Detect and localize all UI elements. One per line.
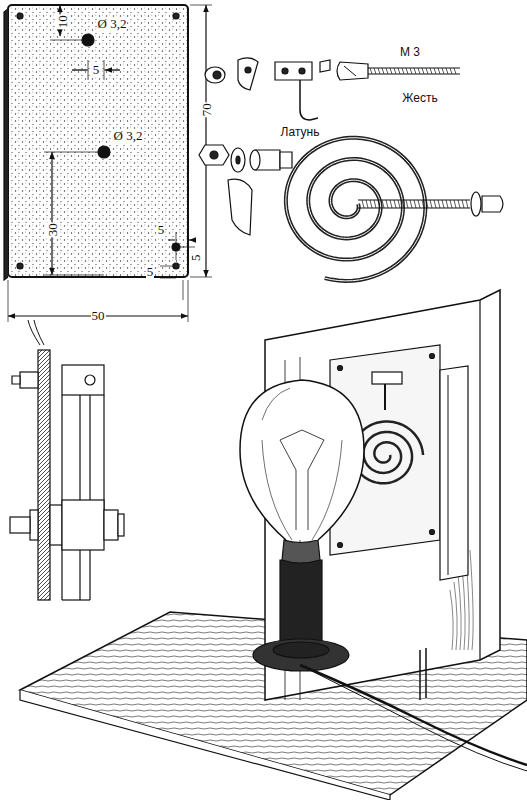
material-label: Латунь xyxy=(280,126,321,139)
dimension-label: 10 xyxy=(55,14,69,29)
dimension-label: 5 xyxy=(92,63,101,77)
hole-diameter: Ø 3,2 xyxy=(97,17,128,31)
dimension-label: 5 xyxy=(189,254,203,263)
hole-diameter: Ø 3,2 xyxy=(113,129,144,143)
dimension-label: 50 xyxy=(91,309,106,323)
dimension-label: 5 xyxy=(157,223,166,237)
dimension-label: 70 xyxy=(199,102,213,117)
dimension-label: 5 xyxy=(146,265,155,279)
thread-size: М 3 xyxy=(399,46,421,59)
material-label: Жесть xyxy=(401,92,438,105)
bimetal-spiral xyxy=(286,138,425,281)
dimension-label: 30 xyxy=(45,222,59,237)
